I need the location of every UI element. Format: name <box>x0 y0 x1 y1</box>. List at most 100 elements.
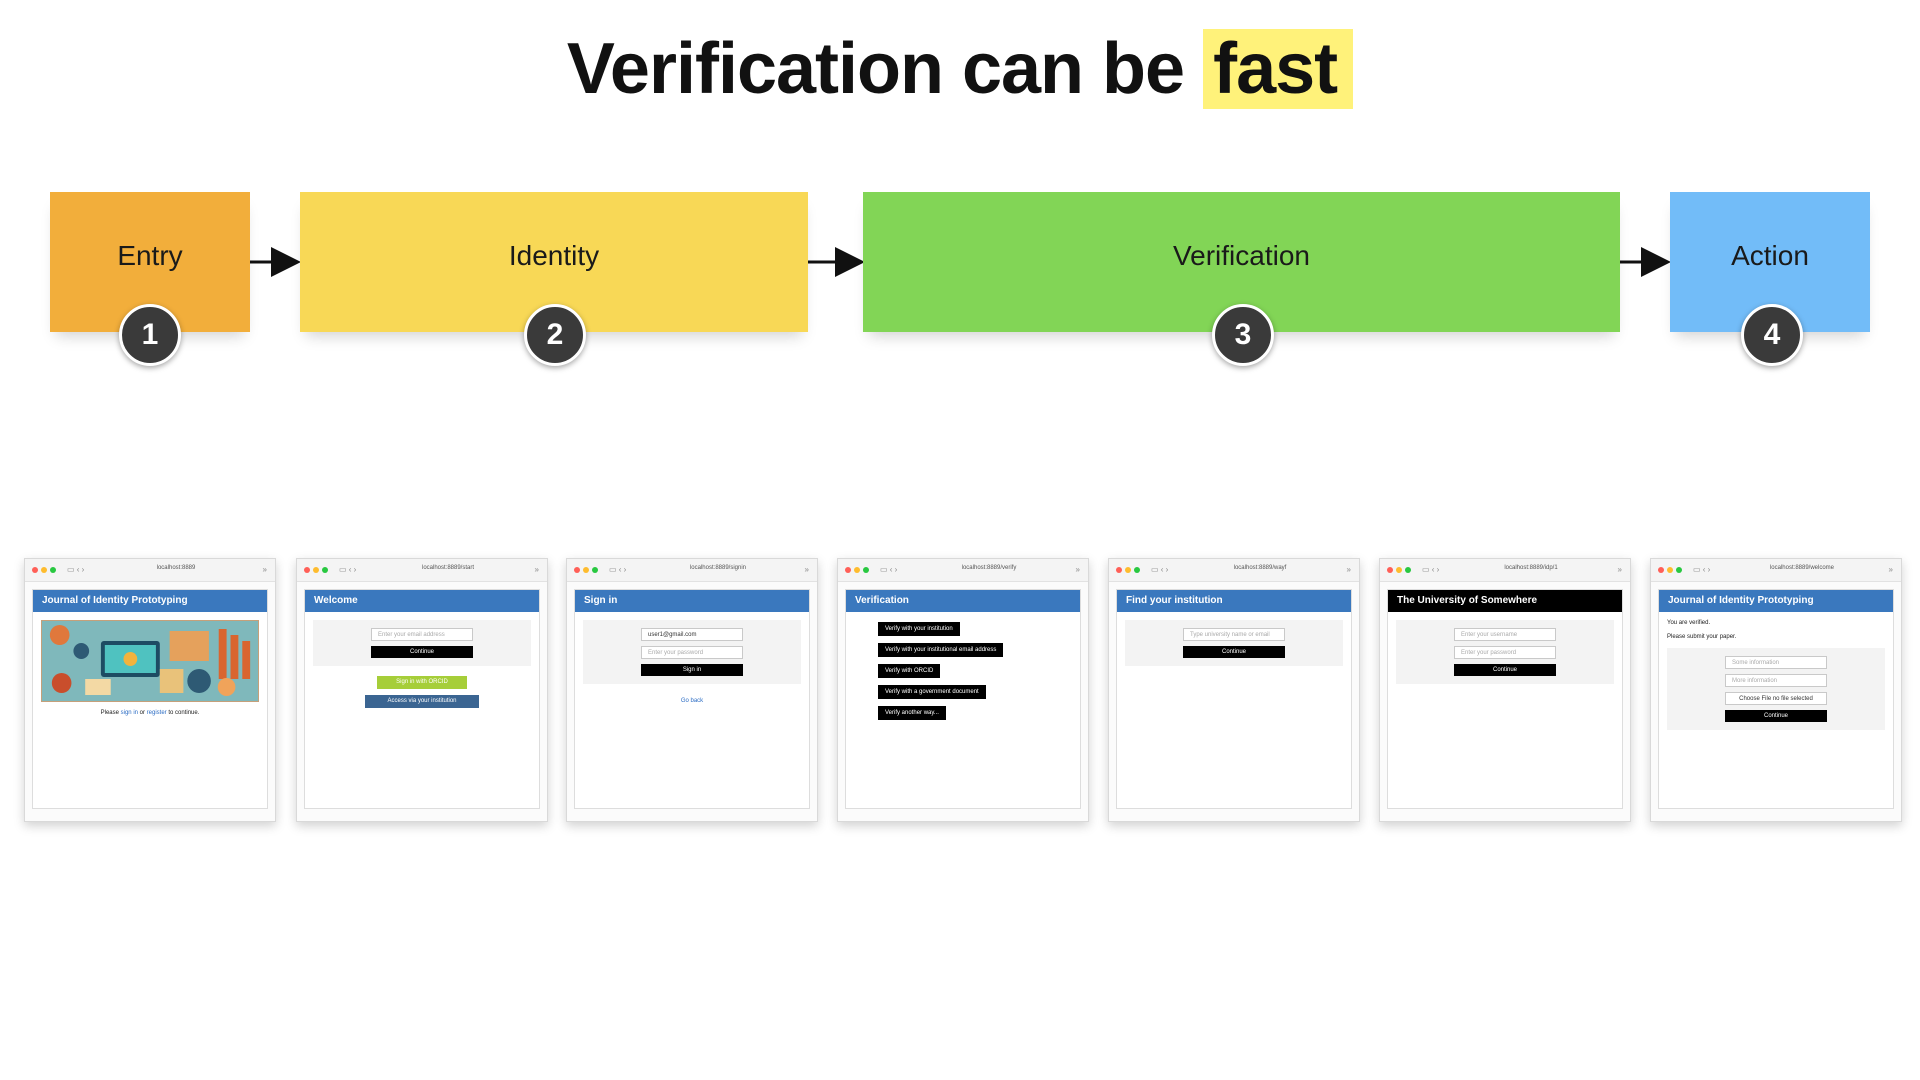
page: Find your institution Type university na… <box>1116 589 1352 809</box>
step-badge-1: 1 <box>119 304 181 366</box>
form-panel: Enter your username Enter your password … <box>1396 620 1614 684</box>
more-icon: » <box>1617 565 1622 574</box>
window-controls <box>1116 567 1140 573</box>
screenshot-submit-paper: ▭ ‹ › localhost:8889/welcome » Journal o… <box>1650 558 1902 822</box>
browser-chrome: ▭ ‹ › localhost:8889/verify » <box>838 559 1088 582</box>
title-highlight: fast <box>1203 29 1354 109</box>
form-panel: Type university name or email Continue <box>1125 620 1343 666</box>
file-input[interactable]: Choose File no file selected <box>1725 692 1827 705</box>
username-field[interactable]: Enter your username <box>1454 628 1556 641</box>
screenshot-welcome: ▭ ‹ › localhost:8889/start » Welcome Ent… <box>296 558 548 822</box>
choose-file-button[interactable]: Choose File <box>1739 696 1772 702</box>
page-header: Journal of Identity Prototyping <box>33 590 267 612</box>
verify-orcid-button[interactable]: Verify with ORCID <box>878 664 941 678</box>
address-bar: localhost:8889/start <box>421 565 475 571</box>
window-controls <box>845 567 869 573</box>
register-link[interactable]: register <box>146 710 167 716</box>
verified-message: You are verified. <box>1667 620 1711 626</box>
screenshot-verification: ▭ ‹ › localhost:8889/verify » Verificati… <box>837 558 1089 822</box>
password-field[interactable]: Enter your password <box>1454 646 1556 659</box>
institution-access-button[interactable]: Access via your institution <box>365 695 479 708</box>
flow-arrows <box>250 247 1671 277</box>
sidebar-icon: ▭ ‹ › <box>1422 565 1440 574</box>
go-back-link[interactable]: Go back <box>680 698 704 704</box>
window-controls <box>304 567 328 573</box>
page: Sign in user1@gmail.com Enter your passw… <box>574 589 810 809</box>
sidebar-icon: ▭ ‹ › <box>339 565 357 574</box>
address-bar: localhost:8889/wayf <box>1233 565 1287 571</box>
submit-instruction: Please submit your paper. <box>1667 634 1737 640</box>
email-input[interactable]: Enter your email address <box>371 628 473 641</box>
page: Journal of Identity Prototyping <box>32 589 268 809</box>
prompt-text: to continue. <box>168 710 200 716</box>
continue-button[interactable]: Continue <box>1183 646 1285 658</box>
screenshot-university-login: ▭ ‹ › localhost:8889/idp/1 » The Univers… <box>1379 558 1631 822</box>
address-bar: localhost:8889/verify <box>961 565 1017 571</box>
more-icon: » <box>1888 565 1893 574</box>
verify-other-button[interactable]: Verify another way... <box>878 706 946 720</box>
continue-button[interactable]: Continue <box>371 646 473 658</box>
stage-label: Verification <box>1173 240 1310 271</box>
sidebar-icon: ▭ ‹ › <box>880 565 898 574</box>
browser-chrome: ▭ ‹ › localhost:8889/signin » <box>567 559 817 582</box>
page-header: Find your institution <box>1117 590 1351 612</box>
sign-in-link[interactable]: sign in <box>120 710 138 716</box>
window-controls <box>1658 567 1682 573</box>
stage-action: Action <box>1670 192 1870 332</box>
title-prefix: Verification can be <box>566 29 1185 109</box>
prompt-text: Please <box>100 710 119 716</box>
hero-illustration <box>41 620 259 702</box>
verify-government-document-button[interactable]: Verify with a government document <box>878 685 986 699</box>
verification-options: Verify with your institution Verify with… <box>846 612 1080 720</box>
page-header: Verification <box>846 590 1080 612</box>
screenshot-signin: ▭ ‹ › localhost:8889/signin » Sign in us… <box>566 558 818 822</box>
sidebar-icon: ▭ ‹ › <box>1151 565 1169 574</box>
window-controls <box>32 567 56 573</box>
page: Welcome Enter your email address Continu… <box>304 589 540 809</box>
screenshot-landing: ▭ ‹ › localhost:8889 » Journal of Identi… <box>24 558 276 822</box>
window-controls <box>574 567 598 573</box>
browser-chrome: ▭ ‹ › localhost:8889/wayf » <box>1109 559 1359 582</box>
prompt-text: or <box>139 710 145 716</box>
email-field[interactable]: user1@gmail.com <box>641 628 743 641</box>
sign-in-button[interactable]: Sign in <box>641 664 743 676</box>
verify-institution-button[interactable]: Verify with your institution <box>878 622 960 636</box>
address-bar: localhost:8889/welcome <box>1769 565 1835 571</box>
sidebar-icon: ▭ ‹ › <box>609 565 627 574</box>
browser-chrome: ▭ ‹ › localhost:8889/welcome » <box>1651 559 1901 582</box>
page-header: Welcome <box>305 590 539 612</box>
more-icon: » <box>1075 565 1080 574</box>
form-panel: Enter your email address Continue <box>313 620 531 666</box>
verify-email-button[interactable]: Verify with your institutional email add… <box>878 643 1004 657</box>
address-bar: localhost:8889/signin <box>689 565 747 571</box>
form-panel: user1@gmail.com Enter your password Sign… <box>583 620 801 684</box>
page: The University of Somewhere Enter your u… <box>1387 589 1623 809</box>
more-icon: » <box>804 565 809 574</box>
page-header: Sign in <box>575 590 809 612</box>
stage-label: Entry <box>117 240 183 271</box>
slide-title: Verification can be fast <box>0 28 1920 110</box>
address-bar: localhost:8889/idp/1 <box>1504 565 1558 571</box>
more-icon: » <box>262 565 267 574</box>
institution-search-input[interactable]: Type university name or email <box>1183 628 1285 641</box>
stage-label: Action <box>1731 240 1809 271</box>
info-field-2[interactable]: More information <box>1725 674 1827 687</box>
orcid-signin-button[interactable]: Sign in with ORCID <box>377 676 467 689</box>
stage-label: Identity <box>508 240 600 271</box>
continue-button[interactable]: Continue <box>1454 664 1556 676</box>
sidebar-icon: ▭ ‹ › <box>1693 565 1711 574</box>
file-status: no file selected <box>1772 696 1813 702</box>
page-header: Journal of Identity Prototyping <box>1659 590 1893 612</box>
step-badge-2: 2 <box>524 304 586 366</box>
page: Journal of Identity Prototyping You are … <box>1658 589 1894 809</box>
continue-button[interactable]: Continue <box>1725 710 1827 722</box>
info-field-1[interactable]: Some information <box>1725 656 1827 669</box>
sidebar-icon: ▭ ‹ › <box>67 565 85 574</box>
form-panel: Some information More information Choose… <box>1667 648 1885 730</box>
screenshot-find-institution: ▭ ‹ › localhost:8889/wayf » Find your in… <box>1108 558 1360 822</box>
stage-verification: Verification <box>863 192 1620 332</box>
step-badge-4: 4 <box>1741 304 1803 366</box>
password-field[interactable]: Enter your password <box>641 646 743 659</box>
page: Verification Verify with your institutio… <box>845 589 1081 809</box>
sign-in-prompt: Please sign in or register to continue. <box>33 710 267 716</box>
